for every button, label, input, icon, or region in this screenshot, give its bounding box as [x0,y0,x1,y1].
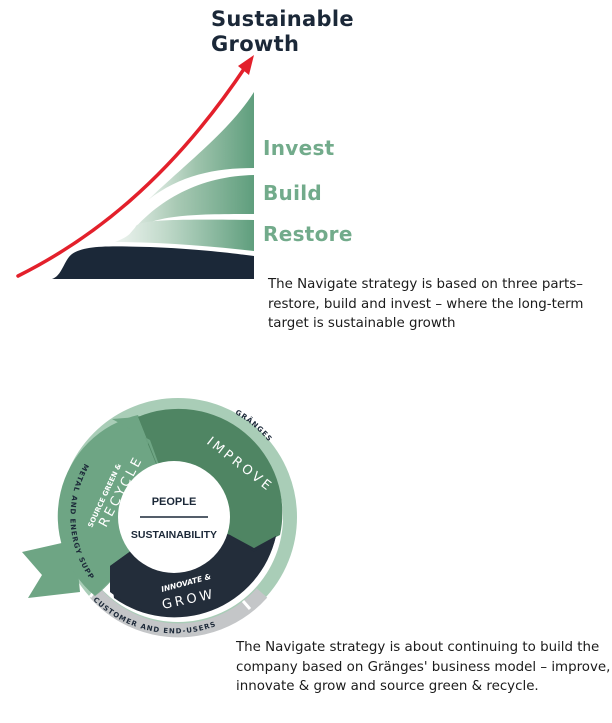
title-line-1: Sustainable [211,7,354,31]
diagram-title: Sustainable Growth [211,7,354,57]
phase-label-invest: Invest [263,136,335,160]
growth-caption: The Navigate strategy is based on three … [268,277,584,331]
phase-label-restore: Restore [263,222,353,246]
core-label-people: PEOPLE [151,496,197,508]
growth-arrow-line [16,64,248,278]
base-band [52,246,254,279]
build-band [125,175,254,240]
phase-label-build: Build [263,181,323,205]
core-label-sustainability: SUSTAINABILITY [130,529,218,541]
growth-arrow-head-icon [238,55,254,75]
segment-recycle [57,415,178,596]
title-line-2: Growth [211,32,300,56]
invest-band [148,92,254,200]
outer-ring-customer-segment [89,588,268,638]
business-model-caption: The Navigate strategy is about continuin… [236,640,611,694]
restore-band [115,219,254,251]
